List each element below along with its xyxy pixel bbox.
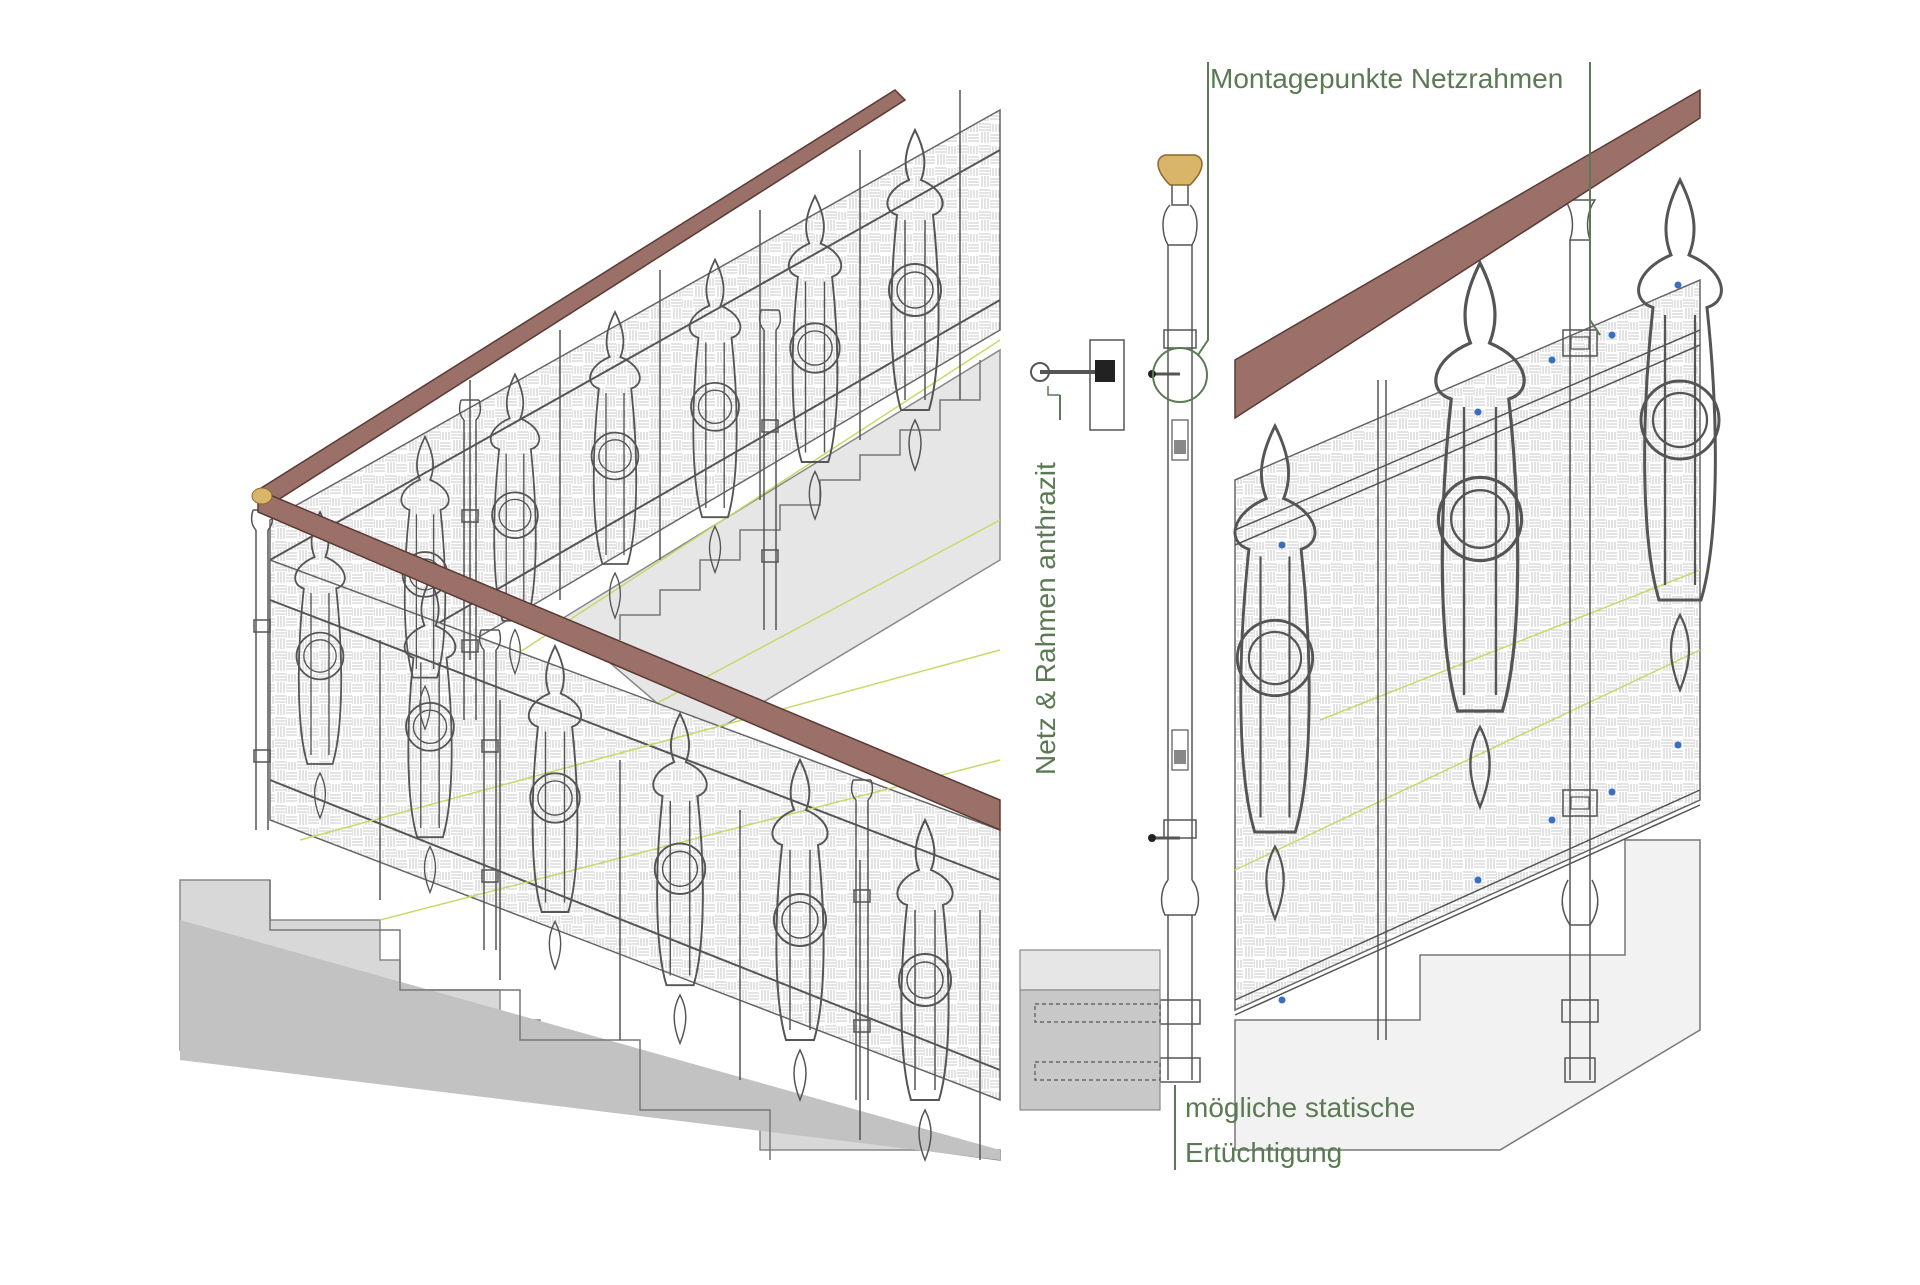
label-statik-line2: Ertüchtigung	[1185, 1137, 1342, 1168]
center-section-view	[1019, 62, 1209, 1170]
label-netz-rahmen: Netz & Rahmen anthrazit	[1030, 462, 1061, 775]
mount-points	[1278, 281, 1682, 1004]
label-statik-line1: mögliche statische	[1185, 1092, 1415, 1123]
left-staircase-view	[179, 89, 1001, 1161]
label-montagepunkte: Montagepunkte Netzrahmen	[1210, 63, 1563, 94]
right-detail-view	[1233, 62, 1723, 1151]
